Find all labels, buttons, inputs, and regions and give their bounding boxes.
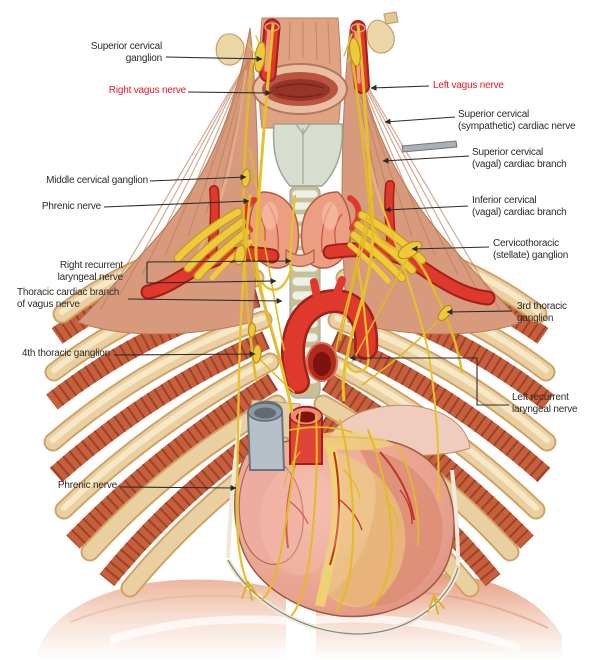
leader-lines: [103, 55, 513, 491]
label-4th-thoracic-ganglion: 4th thoracic ganglion: [21, 348, 110, 359]
label-inferior-cervical-vagal-cardiac-branch: Inferior cervical (vagal) cardiac branch: [472, 195, 567, 219]
label-right-vagus-nerve: Right vagus nerve: [108, 85, 186, 96]
label-superior-cervical-ganglion: Superior cervical ganglion: [90, 41, 162, 65]
nerves: [173, 23, 464, 616]
label-phrenic-nerve-upper: Phrenic nerve: [41, 201, 101, 212]
thyroid-cartilage: [272, 123, 344, 187]
label-right-recurrent-laryngeal-nerve: Right recurrent laryngeal nerve: [57, 260, 124, 284]
pharynx: [252, 17, 348, 129]
label-middle-cervical-ganglion: Middle cervical ganglion: [46, 175, 148, 186]
label-cervicothoracic-stellate-ganglion: Cervicothoracic (stellate) ganglion: [493, 238, 569, 262]
label-left-recurrent-laryngeal-nerve: Left recurrent laryngeal nerve: [512, 392, 578, 416]
pulmonary-trunk: [289, 405, 323, 465]
superior-vena-cava: [246, 400, 286, 471]
probe: [401, 140, 458, 153]
label-superior-cervical-vagal-cardiac-branch: Superior cervical (vagal) cardiac branch: [472, 147, 567, 171]
label-superior-cervical-sympathetic-cardiac-nerve: Superior cervical (sympathetic) cardiac …: [458, 109, 576, 133]
heart: [225, 399, 471, 637]
mastoid-bones: [215, 11, 399, 66]
label-left-vagus-nerve: Left vagus nerve: [433, 80, 504, 91]
label-3rd-thoracic-ganglion: 3rd thoracic ganglion: [517, 301, 567, 325]
label-thoracic-cardiac-branch-of-vagus-nerve: Thoracic cardiac branch of vagus nerve: [17, 287, 120, 311]
label-phrenic-nerve-lower: Phrenic nerve: [57, 480, 117, 491]
